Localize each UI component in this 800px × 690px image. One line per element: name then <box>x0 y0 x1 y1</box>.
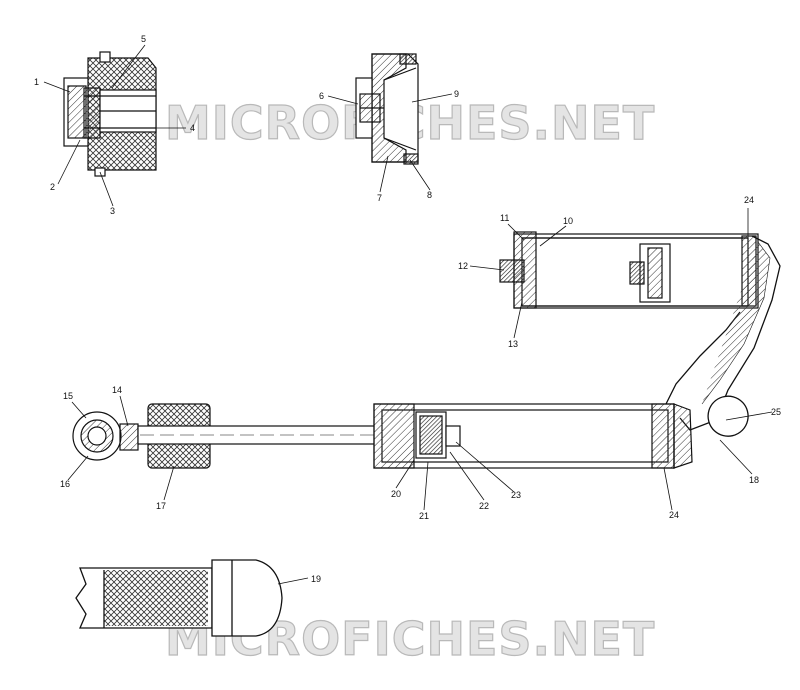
bushing-assembly <box>63 51 157 177</box>
leader-line <box>67 455 89 481</box>
leader-line <box>163 465 175 501</box>
leader-line <box>449 451 485 501</box>
leader-line <box>411 93 453 103</box>
callout-20: 20 <box>391 489 401 499</box>
callout-16: 16 <box>60 479 70 489</box>
callout-19: 19 <box>311 574 321 584</box>
leader-line <box>277 577 309 585</box>
leader-line <box>719 439 753 475</box>
leader-line <box>379 155 389 193</box>
leader-line <box>119 395 129 427</box>
callout-labels: 1 2 3 4 5 6 7 8 9 10 11 12 13 14 15 16 1… <box>34 34 781 584</box>
leader-line <box>327 95 359 105</box>
main-shock-body <box>72 403 693 469</box>
callout-6: 6 <box>319 91 324 101</box>
leader-line <box>43 81 71 93</box>
leader-line <box>513 301 523 339</box>
callout-25: 25 <box>771 407 781 417</box>
callout-5: 5 <box>141 34 146 44</box>
piston-assembly <box>355 53 419 165</box>
callout-24-upper: 24 <box>744 195 754 205</box>
leader-line <box>539 225 567 247</box>
reservoir-assembly <box>499 231 759 309</box>
callout-17: 17 <box>156 501 166 511</box>
callout-18: 18 <box>749 475 759 485</box>
leader-line <box>507 223 525 241</box>
callout-10: 10 <box>563 216 573 226</box>
callout-12: 12 <box>458 261 468 271</box>
callout-15: 15 <box>63 391 73 401</box>
callout-23: 23 <box>511 490 521 500</box>
callout-2: 2 <box>50 182 55 192</box>
leader-line <box>409 159 431 191</box>
leader-line <box>99 171 114 207</box>
callout-8: 8 <box>427 190 432 200</box>
connecting-bracket <box>663 235 781 437</box>
leader-line <box>423 461 429 511</box>
callout-13: 13 <box>508 339 518 349</box>
callout-1: 1 <box>34 77 39 87</box>
leader-line <box>395 459 415 489</box>
callout-21: 21 <box>419 511 429 521</box>
leader-line <box>111 44 146 89</box>
callout-22: 22 <box>479 501 489 511</box>
callout-leaders <box>43 44 773 585</box>
callout-11: 11 <box>500 213 509 223</box>
leader-line <box>725 411 773 421</box>
callout-7: 7 <box>377 193 382 203</box>
leader-line <box>469 265 505 271</box>
callout-3: 3 <box>110 206 115 216</box>
leader-line <box>71 401 87 419</box>
detail-bumper-section <box>75 559 283 637</box>
callout-9: 9 <box>454 89 459 99</box>
callout-14: 14 <box>112 385 122 395</box>
leader-line <box>455 441 515 493</box>
leader-line <box>663 467 673 511</box>
callout-4: 4 <box>190 123 195 133</box>
callout-24: 24 <box>669 510 679 520</box>
leader-line <box>57 139 81 185</box>
